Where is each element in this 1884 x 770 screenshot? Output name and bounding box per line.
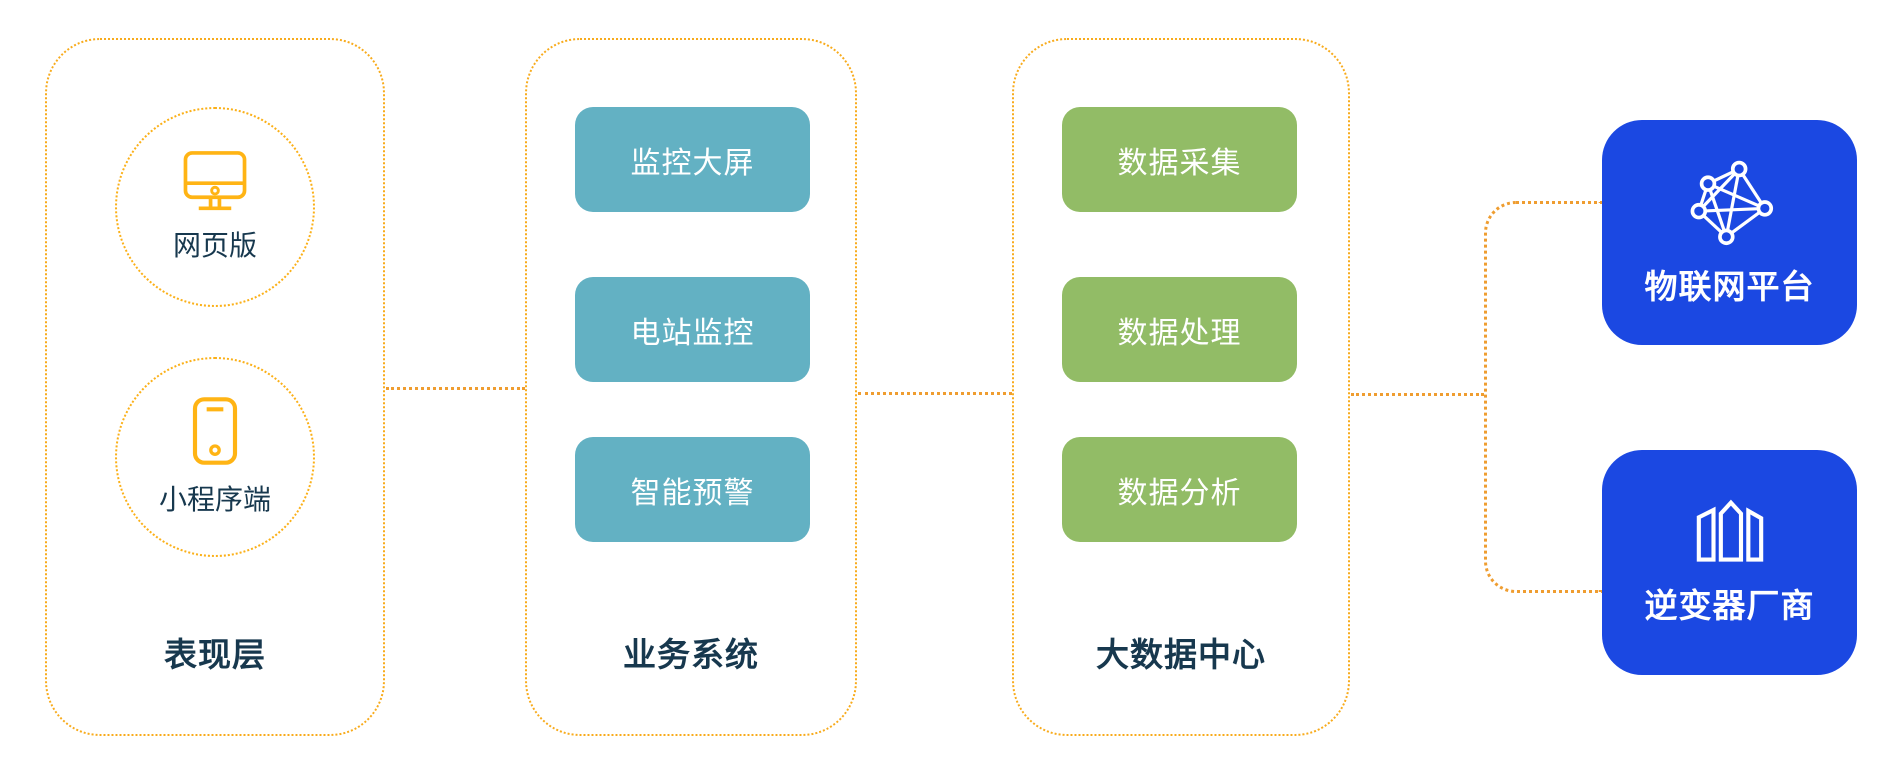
business-system-title: 业务系统 xyxy=(623,635,759,674)
data-collection-pill: 数据采集 xyxy=(1062,107,1297,212)
inverter-vendor-card: 逆变器厂商 xyxy=(1602,450,1857,675)
presentation-layer-container: 网页版 小程序端 表现层 xyxy=(45,38,385,736)
smart-warning-pill: 智能预警 xyxy=(575,437,810,542)
inverter-vendor-label: 逆变器厂商 xyxy=(1644,585,1815,625)
iot-platform-card: 物联网平台 xyxy=(1602,120,1857,345)
web-version-circle: 网页版 xyxy=(115,107,315,307)
station-monitoring-pill: 电站监控 xyxy=(575,277,810,382)
mini-program-circle: 小程序端 xyxy=(115,357,315,557)
big-data-center-container: 数据采集 数据处理 数据分析 大数据中心 xyxy=(1012,38,1350,736)
data-processing-pill: 数据处理 xyxy=(1062,277,1297,382)
iot-platform-label: 物联网平台 xyxy=(1644,266,1815,306)
network-graph-icon xyxy=(1684,158,1776,246)
connector-business-bigdata xyxy=(858,392,1012,395)
big-data-center-title: 大数据中心 xyxy=(1096,635,1266,674)
buildings-icon xyxy=(1690,499,1770,565)
mobile-phone-icon xyxy=(188,396,242,466)
mini-program-label: 小程序端 xyxy=(158,483,271,516)
connector-presentation-business xyxy=(386,387,525,390)
connector-bigdata-external xyxy=(1351,393,1484,396)
connector-fork-to-external-cards xyxy=(1484,201,1602,593)
desktop-monitor-icon xyxy=(178,150,252,212)
data-analysis-pill: 数据分析 xyxy=(1062,437,1297,542)
web-version-label: 网页版 xyxy=(172,229,257,262)
business-system-container: 监控大屏 电站监控 智能预警 业务系统 xyxy=(525,38,857,736)
presentation-layer-title: 表现层 xyxy=(164,635,266,674)
monitor-screen-pill: 监控大屏 xyxy=(575,107,810,212)
